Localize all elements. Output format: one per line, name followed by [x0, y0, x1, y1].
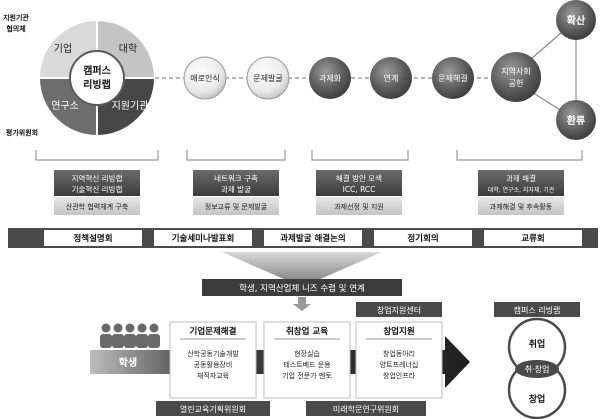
bracket-4	[456, 150, 583, 161]
card-2-line3: 기업 전문가 멘토	[282, 371, 332, 380]
pie-center-line1: 캠퍼스	[83, 64, 111, 77]
group-1-dark-line2: 기술혁신 리빙랩	[72, 185, 123, 194]
group-4-light: 과제해결 및 후속활동	[490, 202, 553, 211]
bracket-2	[186, 150, 286, 161]
venn-title: 캠퍼스 리빙랩	[514, 305, 561, 315]
venn-diagram: 캠퍼스 리빙랩 취업 취·창업 창업	[494, 302, 580, 419]
pie-label-support: 지원기관	[112, 100, 149, 112]
startup-center-label: 창업지원센터	[377, 305, 421, 315]
card-1-title: 기업문제해결	[190, 326, 237, 337]
card-3-line2: 양트프레너십	[380, 360, 419, 369]
card-1-line1: 산학공동기술개발	[187, 349, 239, 358]
group-3: 해결 방안 모색 ICC, RCC 과제선정 및 지원	[316, 170, 402, 215]
card-1-line2: 공동활용장비	[194, 360, 233, 369]
timeline-item-3: 과제발굴 해결논의	[280, 233, 346, 244]
timeline-item-2: 기술세미나발표회	[172, 233, 235, 244]
process-step-1: 애로인식	[190, 73, 219, 83]
group-3-dark-line2: ICC, RCC	[343, 185, 376, 194]
committee-1-label: 열린교육기획위원회	[180, 404, 246, 414]
label-student: 학생	[119, 356, 137, 369]
process-circle-3	[309, 57, 351, 99]
bracket-3	[311, 150, 409, 161]
group-4: 과제 해결 대학, 연구소, 지자체, 기관 과제해결 및 후속활동	[478, 170, 564, 215]
feedback-triangle: 확산 지역사회 공헌 환류	[491, 0, 596, 140]
pie-label-institute: 연구소	[51, 100, 79, 112]
process-circle-1	[183, 56, 227, 100]
process-circle-4	[370, 57, 412, 99]
down-arrow	[293, 297, 311, 311]
pie-chart: 캠퍼스 리빙랩 기업 대학 연구소 지원기관	[37, 18, 157, 138]
label-support-council-line1: 지원기관	[3, 13, 29, 22]
timeline-bar: 정책설명회 기술세미나발표회 과제발굴 해결논의 정기회의 교류회	[8, 228, 598, 248]
card-2-line2: 테스트베드 운용	[283, 360, 331, 369]
startup-center-box	[356, 302, 442, 317]
venn-middle-badge	[515, 360, 559, 378]
timeline-item-5: 교류회	[521, 233, 544, 244]
card-2-title: 취창업 교육	[286, 326, 328, 337]
funnel-caption: 학생, 지역산업체 니즈 수렴 및 연계	[239, 283, 365, 294]
process-circle-2	[246, 56, 290, 100]
group-1: 지역혁신 리빙랩 기술혁신 리빙랩 산관학 협력체계 구축	[54, 170, 140, 215]
timeline-item-1: 정책설명회	[73, 233, 112, 244]
venn-bottom-label: 창업	[529, 393, 546, 405]
group-2-dark-line1: 네트워크 구축	[214, 174, 258, 183]
process-steps: 애로인식 문제발굴 과제화 연계 문제해결	[183, 56, 474, 100]
process-step-2: 문제발굴	[253, 73, 282, 83]
process-step-5: 문제해결	[438, 73, 467, 83]
group-2: 네트워크 구축 과제 발굴 정보교류 및 문제발굴	[193, 170, 279, 215]
group-1-light: 산관학 협력체계 구축	[66, 202, 129, 211]
group-4-dark-line1: 과제 해결	[506, 173, 536, 183]
funnel-caption-box	[202, 279, 402, 296]
group-2-light: 정보교류 및 문제발굴	[205, 202, 268, 211]
label-community-line2: 공헌	[509, 79, 524, 88]
label-evaluation-committee: 평가위원회	[6, 128, 38, 137]
committee-2-label: 미래학문연구위원회	[333, 404, 399, 414]
group-1-dark-line1: 지역혁신 리빙랩	[72, 173, 123, 183]
timeline-item-4: 정기회의	[407, 233, 438, 244]
card-3-line1: 창업동아리	[383, 349, 415, 358]
funnel-shape	[222, 252, 382, 280]
venn-middle-label: 취·창업	[525, 365, 550, 374]
venn-title-box	[494, 302, 580, 317]
label-feedback: 환류	[567, 114, 585, 127]
committee-2-box	[306, 401, 426, 416]
circle-feedback	[556, 100, 596, 140]
card-job-startup-education: 취창업 교육 현장실습 테스트베드 운용 기업 전문가 멘토	[263, 321, 351, 399]
pie-center-line2: 리빙랩	[83, 78, 111, 91]
group-3-dark-line1: 해결 방안 모색	[336, 173, 382, 183]
group-3-light: 과제선정 및 지원	[334, 202, 384, 211]
process-step-4: 연계	[384, 73, 399, 83]
group-2-dark-line2: 과제 발굴	[221, 185, 251, 194]
pie-label-university: 대학	[119, 43, 137, 55]
pie-center	[69, 50, 125, 106]
bracket-1	[35, 150, 159, 161]
committee-1-box	[156, 401, 270, 416]
brackets	[35, 150, 583, 161]
label-support-council-line2: 협의체	[6, 24, 25, 33]
process-step-3: 과제화	[319, 74, 342, 83]
card-3-line3: 창업인프라	[383, 371, 416, 380]
circle-diffusion	[556, 0, 596, 40]
card-2-line1: 현장실습	[294, 349, 320, 358]
venn-top-label: 취업	[529, 338, 546, 350]
pie-label-company: 기업	[54, 42, 72, 55]
circle-community	[491, 52, 541, 102]
card-1-line3: 재직자교육	[197, 371, 230, 380]
card-startup-support: 창업지원 창업동아리 양트프레너십 창업인프라	[355, 321, 443, 399]
label-community-line1: 지역사회	[501, 66, 530, 76]
group-4-dark-line2: 대학, 연구소, 지자체, 기관	[488, 186, 555, 194]
process-circle-5	[432, 57, 474, 99]
label-diffusion: 확산	[567, 14, 586, 27]
card-3-title: 창업지원	[383, 326, 414, 337]
card-company-problem: 기업문제해결 산학공동기술개발 공동활용장비 재직자교육	[169, 321, 257, 399]
student-group-icon	[100, 323, 160, 348]
